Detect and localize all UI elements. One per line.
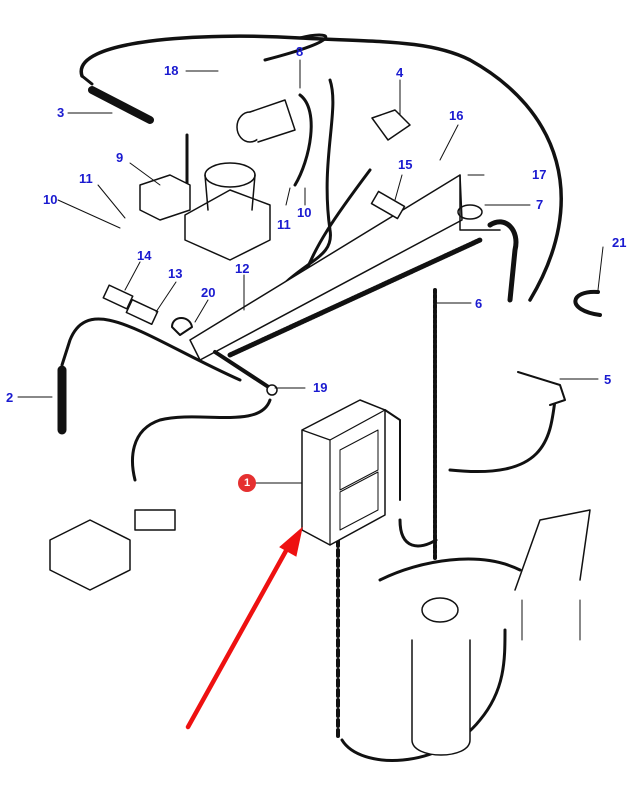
harness-cable-ground <box>293 93 313 187</box>
pump-module-drawing <box>49 509 176 591</box>
mounting-rail <box>189 174 463 361</box>
callout-10-left[interactable]: 10 <box>43 192 58 207</box>
harness-cable-sensor3 <box>80 74 94 86</box>
callout-3[interactable]: 3 <box>57 105 65 120</box>
callout-12[interactable]: 12 <box>235 261 250 276</box>
callout-9[interactable]: 9 <box>116 150 124 165</box>
speed-sensor-5 <box>517 371 566 406</box>
callout-11-left[interactable]: 11 <box>79 171 93 186</box>
bolt-19 <box>213 350 272 390</box>
pressure-switch-3 <box>88 86 154 124</box>
elbow-connector-7 <box>487 219 519 303</box>
leader-lines <box>17 59 604 484</box>
harness-cable-4 <box>268 78 335 302</box>
callout-10-right[interactable]: 10 <box>297 205 312 220</box>
harness-loop-bottom <box>340 628 507 762</box>
harness-cable-top <box>79 34 563 302</box>
callout-11-right[interactable]: 11 <box>277 217 291 232</box>
solenoid-drawing <box>236 99 296 143</box>
callout-19[interactable]: 19 <box>313 380 328 395</box>
callout-1-highlight-badge[interactable]: 1 <box>238 474 256 492</box>
harness-speed-sensor <box>448 398 557 473</box>
callout-13[interactable]: 13 <box>168 266 183 281</box>
harness-ecu-right <box>398 518 438 548</box>
callout-17[interactable]: 17 <box>532 167 547 182</box>
callout-4[interactable]: 4 <box>396 65 404 80</box>
harness-cable-ecu <box>131 398 272 482</box>
harness-trunk <box>227 237 483 358</box>
callout-5[interactable]: 5 <box>604 372 612 387</box>
harness-cable-top-2 <box>263 33 328 62</box>
cable-tie-21 <box>573 289 602 317</box>
valve-body-drawing <box>184 133 271 261</box>
callout-18[interactable]: 18 <box>164 63 179 78</box>
harness-to-pump <box>378 557 522 582</box>
sensor-connector-4 <box>371 109 411 141</box>
harness-cable-left <box>60 317 242 382</box>
p-clip-20 <box>171 317 193 336</box>
callout-7[interactable]: 7 <box>536 197 544 212</box>
fuel-filter-drawing <box>411 509 591 756</box>
spacer-14 <box>102 284 134 310</box>
callout-15[interactable]: 15 <box>398 157 413 172</box>
callout-6[interactable]: 6 <box>475 296 483 311</box>
callout-21[interactable]: 21 <box>612 235 627 250</box>
callout-8[interactable]: 8 <box>296 44 304 59</box>
callout-14[interactable]: 14 <box>137 248 152 263</box>
callout-20[interactable]: 20 <box>201 285 216 300</box>
clamp-bracket-9 <box>139 174 191 221</box>
spacer-13 <box>125 298 159 326</box>
ecu-drawing <box>301 399 401 546</box>
callout-2[interactable]: 2 <box>6 390 14 405</box>
highlight-arrow <box>185 526 303 730</box>
callout-16[interactable]: 16 <box>449 108 464 123</box>
spacer-15 <box>370 190 406 220</box>
